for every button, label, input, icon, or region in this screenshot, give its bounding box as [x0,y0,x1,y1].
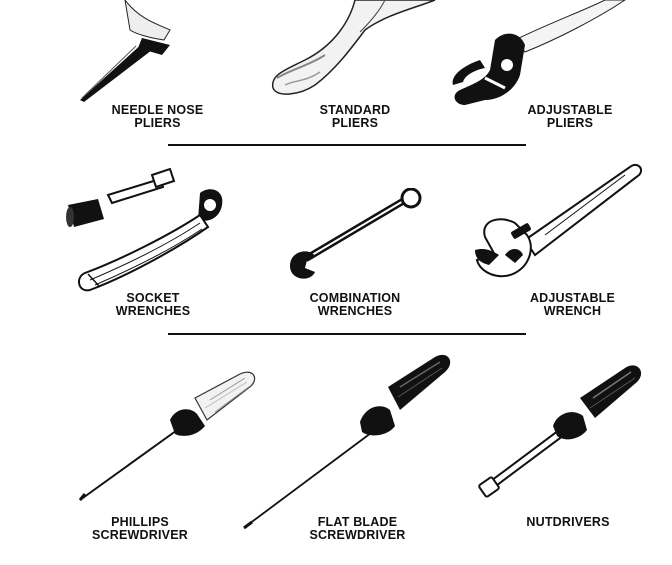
nutdriver-icon [478,365,642,498]
divider-bottom [168,333,526,335]
needle-nose-pliers-label: NEEDLE NOSE PLIERS [111,103,204,130]
adjustable-pliers-label: ADJUSTABLE PLIERS [527,103,613,130]
socket-wrench-icon [66,167,223,292]
divider-top [168,144,526,146]
standard-pliers-label: STANDARD PLIERS [319,103,391,130]
adjustable-pliers-icon [452,0,626,106]
flat-blade-screwdriver-icon [243,354,451,530]
flat-blade-screwdriver-label: FLAT BLADE SCREWDRIVER [309,515,406,542]
needle-nose-pliers-icon [80,0,171,102]
phillips-screwdriver-label: PHILLIPS SCREWDRIVER [92,515,188,542]
combination-wrenches-label: COMBINATION WRENCHES [309,291,401,318]
nutdrivers-label: NUTDRIVERS [526,515,610,529]
standard-pliers-icon [271,0,436,95]
socket-wrenches-label: SOCKET WRENCHES [115,291,191,318]
adjustable-wrench-label: ADJUSTABLE WRENCH [529,291,616,318]
adjustable-wrench-icon [475,163,643,278]
phillips-screwdriver-icon [78,371,256,501]
combination-wrench-icon [290,188,422,279]
